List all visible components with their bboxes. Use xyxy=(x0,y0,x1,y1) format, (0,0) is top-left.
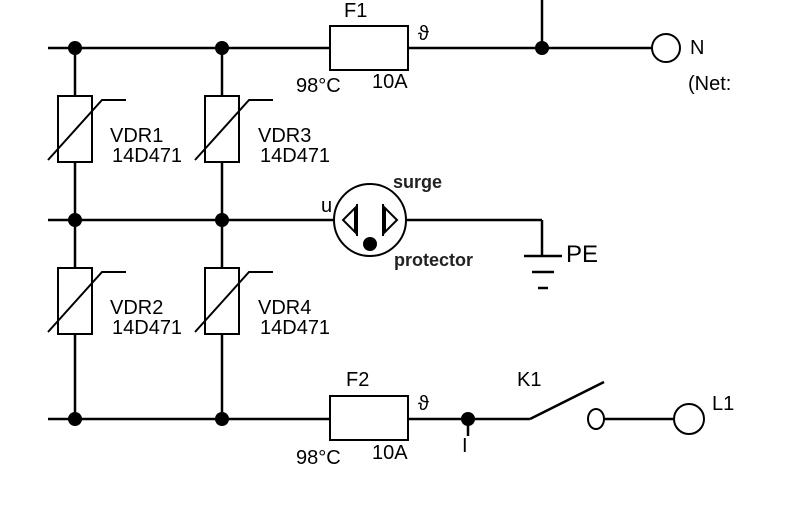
protector-label: protector xyxy=(394,250,473,270)
junction-dot xyxy=(68,213,82,227)
terminal-l1 xyxy=(673,403,705,435)
f1-thermal-symbol: ϑ xyxy=(418,23,429,45)
net-label: (Net: xyxy=(688,73,731,95)
switch-k1 xyxy=(529,380,605,430)
vdr2-label: VDR2 xyxy=(110,297,163,319)
junction-dot xyxy=(461,412,475,426)
fuse-f1 xyxy=(329,25,409,71)
junction-dot xyxy=(215,41,229,55)
junction-dot xyxy=(68,412,82,426)
f2-thermal-symbol: ϑ xyxy=(418,393,429,415)
f2-label: F2 xyxy=(346,369,369,391)
vdr1-varistor xyxy=(47,95,126,163)
junction-dot xyxy=(215,213,229,227)
f2-rating: 10A xyxy=(372,442,408,464)
surge-protector xyxy=(333,183,407,257)
junction-dot xyxy=(535,41,549,55)
junction-dot xyxy=(215,412,229,426)
vdr4-varistor xyxy=(194,267,273,335)
middle-rail xyxy=(48,218,544,255)
bottom-rail xyxy=(48,417,674,436)
fuse-f2 xyxy=(329,395,409,441)
f1-temperature: 98°C xyxy=(296,75,341,97)
pe-label: PE xyxy=(566,241,598,268)
k1-label: K1 xyxy=(517,369,541,391)
ground-symbol xyxy=(524,254,562,290)
vdr3-varistor xyxy=(194,95,273,163)
vdr2-varistor xyxy=(47,267,126,335)
vdr2-part-label: 14D471 xyxy=(112,317,182,339)
junction-dots xyxy=(68,41,549,426)
f2-temperature: 98°C xyxy=(296,447,341,469)
terminal-n xyxy=(651,33,681,63)
vdr3-label: VDR3 xyxy=(258,125,311,147)
junction-dot xyxy=(68,41,82,55)
vdr1-label: VDR1 xyxy=(110,125,163,147)
u-label: u xyxy=(321,195,332,217)
l1-label: L1 xyxy=(712,393,734,415)
current-i-label: I xyxy=(462,435,468,457)
n-label: N xyxy=(690,37,704,59)
vdr4-part-label: 14D471 xyxy=(260,317,330,339)
vdr4-label: VDR4 xyxy=(258,297,311,319)
f1-rating: 10A xyxy=(372,71,408,93)
f1-label: F1 xyxy=(344,0,367,22)
surge-label: surge xyxy=(393,172,442,192)
vdr1-part-label: 14D471 xyxy=(112,145,182,167)
vdr3-part-label: 14D471 xyxy=(260,145,330,167)
top-rail xyxy=(48,0,652,50)
